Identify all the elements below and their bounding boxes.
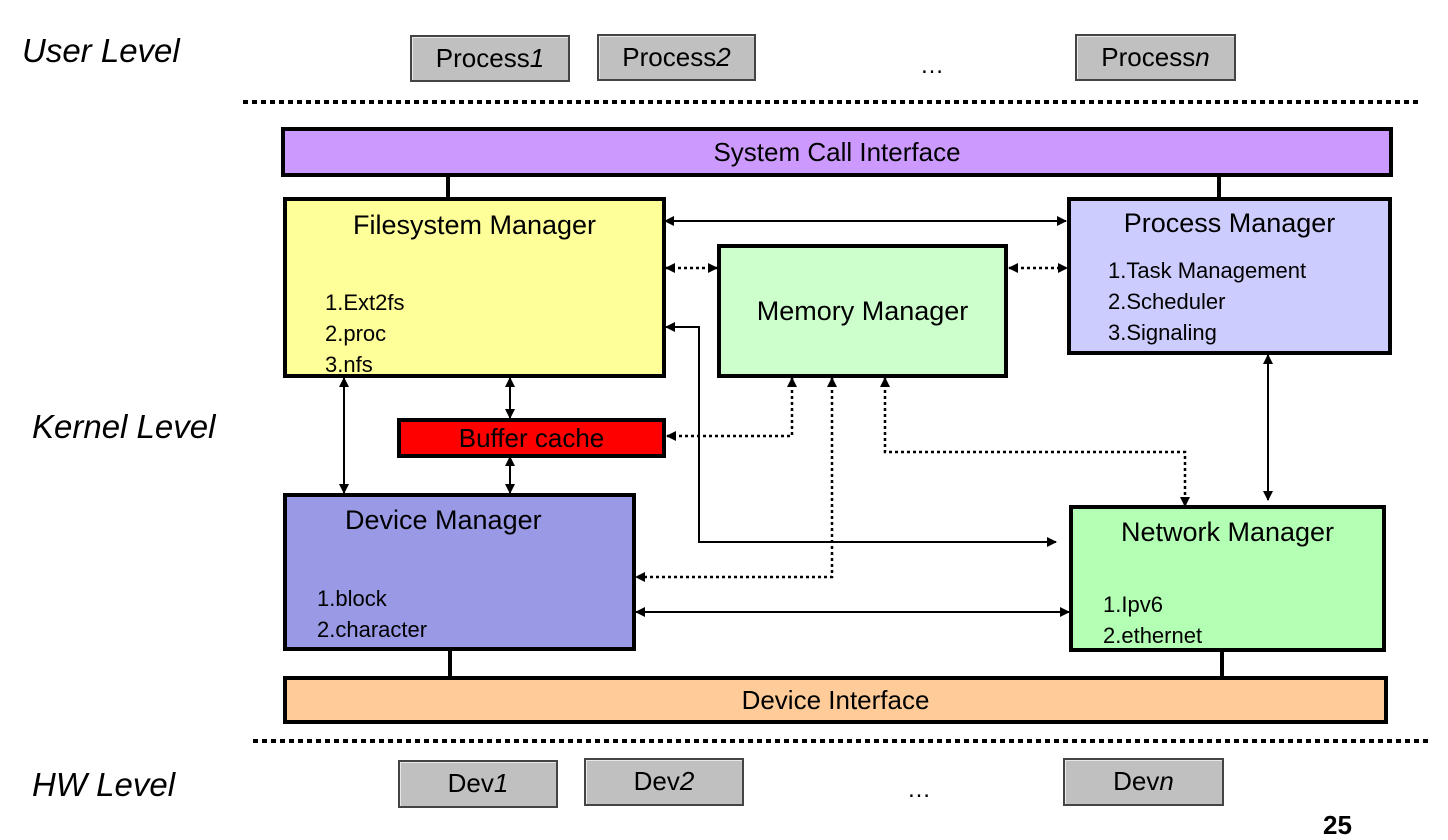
list-item: 3.nfs [325, 352, 373, 377]
memory-manager: Memory Manager [717, 244, 1008, 378]
process-box-n: Processn [1075, 34, 1236, 81]
process-ellipsis: … [920, 52, 944, 79]
list-item: 2.character [317, 617, 428, 642]
device-box-2: Dev2 [584, 758, 744, 806]
list-item: 2.ethernet [1103, 623, 1203, 648]
list-item: 3.Signaling [1108, 320, 1217, 345]
device-box-1: Dev1 [398, 760, 558, 808]
filesystem-manager-items: 1.Ext2fs 2.proc 3.nfs [325, 287, 404, 380]
mm-nm-dotted-arrow [880, 377, 1190, 507]
list-item: 2.proc [325, 321, 387, 346]
system-call-interface: System Call Interface [281, 127, 1393, 177]
network-manager-title: Network Manager [1120, 517, 1335, 547]
buffer-cache-label: Buffer cache [458, 423, 605, 453]
device-interface-label: Device Interface [741, 685, 930, 715]
mm-buffer-dotted-arrow [666, 377, 797, 441]
network-manager-items: 1.Ipv6 2.ethernet [1103, 589, 1202, 651]
kernel-level-label: Kernel Level [32, 408, 216, 445]
filesystem-manager: Filesystem Manager 1.Ext2fs 2.proc 3.nfs [283, 197, 666, 378]
system-call-interface-label: System Call Interface [713, 137, 961, 167]
memory-manager-title: Memory Manager [756, 296, 969, 326]
device-interface: Device Interface [283, 676, 1388, 724]
list-item: 1.Ipv6 [1103, 592, 1163, 617]
device-manager-title: Device Manager [345, 505, 542, 535]
process-box-1: Process1 [410, 35, 570, 82]
connector-layer [243, 100, 1430, 743]
list-item: 1.Task Management [1108, 258, 1307, 283]
device-manager: Device Manager 1.block 2.character [283, 493, 636, 651]
process-manager-title: Process Manager [1123, 208, 1336, 238]
process-manager: Process Manager 1.Task Management 2.Sche… [1067, 197, 1392, 355]
mm-dm-dotted-arrow [635, 377, 837, 582]
filesystem-manager-title: Filesystem Manager [352, 210, 597, 240]
process-manager-items: 1.Task Management 2.Scheduler 3.Signalin… [1108, 255, 1306, 348]
device-manager-items: 1.block 2.character [317, 583, 427, 645]
device-ellipsis: … [907, 776, 931, 803]
page-number: 25 [1323, 810, 1352, 840]
list-item: 1.block [317, 586, 387, 611]
buffer-cache: Buffer cache [397, 418, 666, 458]
list-item: 1.Ext2fs [325, 290, 405, 315]
user-level-label: User Level [22, 32, 180, 69]
hw-level-label: HW Level [32, 766, 176, 803]
network-manager: Network Manager 1.Ipv6 2.ethernet [1069, 505, 1386, 652]
list-item: 2.Scheduler [1108, 289, 1226, 314]
device-box-n: Devn [1063, 758, 1224, 806]
process-box-2: Process2 [597, 34, 756, 81]
